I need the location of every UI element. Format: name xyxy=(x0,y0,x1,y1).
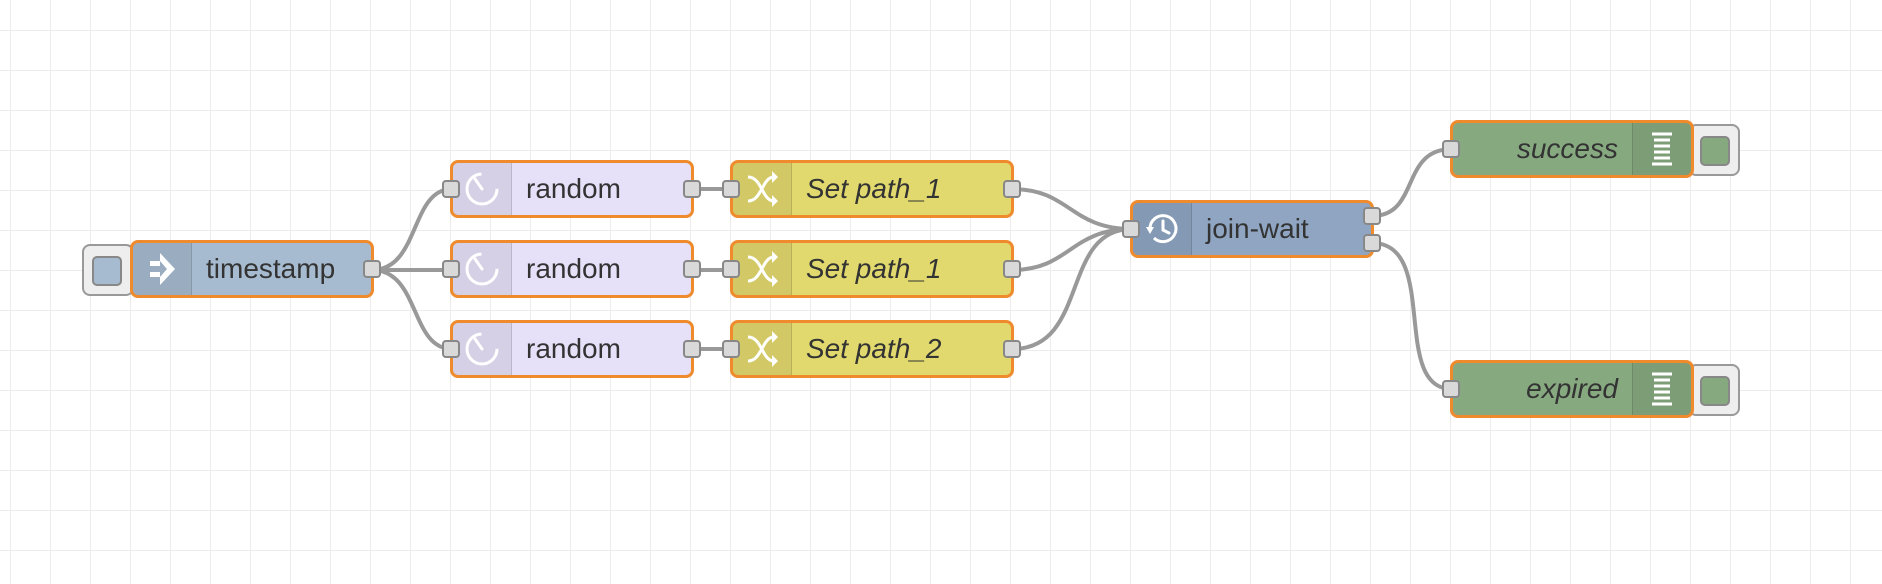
wire xyxy=(370,187,454,272)
output-port[interactable] xyxy=(683,340,701,358)
debug-toggle-square xyxy=(1700,136,1730,166)
expired-debug-node[interactable]: expired xyxy=(1450,360,1694,418)
debug-toggle-button[interactable] xyxy=(1688,124,1740,176)
node-label: Set path_1 xyxy=(806,173,942,204)
input-port[interactable] xyxy=(1442,380,1460,398)
output-port[interactable] xyxy=(683,180,701,198)
random-node-2[interactable]: random xyxy=(450,240,694,298)
random-node-3[interactable]: random xyxy=(450,320,694,378)
input-port[interactable] xyxy=(1122,220,1140,238)
node-label: expired xyxy=(1526,373,1618,404)
history-icon xyxy=(1133,203,1192,255)
output-port[interactable] xyxy=(363,260,381,278)
input-port[interactable] xyxy=(722,260,740,278)
set-path-node-3[interactable]: Set path_2 xyxy=(730,320,1014,378)
list-icon xyxy=(1632,123,1691,175)
wire xyxy=(1370,147,1454,218)
wire xyxy=(1010,187,1134,231)
success-debug-node[interactable]: success xyxy=(1450,120,1694,178)
debug-toggle-button[interactable] xyxy=(1688,364,1740,416)
timer-icon xyxy=(453,163,512,215)
input-port[interactable] xyxy=(722,180,740,198)
inject-trigger-button[interactable] xyxy=(82,244,134,296)
node-label: success xyxy=(1516,133,1618,164)
node-label: join-wait xyxy=(1206,213,1309,244)
output-port[interactable] xyxy=(1003,260,1021,278)
wire xyxy=(1370,241,1454,391)
shuffle-icon xyxy=(733,323,792,375)
wire xyxy=(1010,227,1134,351)
wire xyxy=(1010,227,1134,272)
set-path-node-1[interactable]: Set path_1 xyxy=(730,160,1014,218)
shuffle-icon xyxy=(733,163,792,215)
node-label: Set path_1 xyxy=(806,253,942,284)
node-label: Set path_2 xyxy=(806,333,942,364)
timer-icon xyxy=(453,243,512,295)
node-label: random xyxy=(526,333,621,364)
random-node-1[interactable]: random xyxy=(450,160,694,218)
list-icon xyxy=(1632,363,1691,415)
debug-toggle-square xyxy=(1700,376,1730,406)
inject-button-square xyxy=(92,256,122,286)
wire xyxy=(370,268,454,351)
output-port-1[interactable] xyxy=(1363,207,1381,225)
output-port[interactable] xyxy=(683,260,701,278)
node-label: random xyxy=(526,173,621,204)
join-wait-node[interactable]: join-wait xyxy=(1130,200,1374,258)
output-port[interactable] xyxy=(1003,340,1021,358)
timer-icon xyxy=(453,323,512,375)
node-label: random xyxy=(526,253,621,284)
set-path-node-2[interactable]: Set path_1 xyxy=(730,240,1014,298)
input-port[interactable] xyxy=(442,260,460,278)
shuffle-icon xyxy=(733,243,792,295)
arrow-in-icon xyxy=(133,243,192,295)
input-port[interactable] xyxy=(442,340,460,358)
input-port[interactable] xyxy=(1442,140,1460,158)
input-port[interactable] xyxy=(722,340,740,358)
timestamp-node[interactable]: timestamp xyxy=(130,240,374,298)
input-port[interactable] xyxy=(442,180,460,198)
output-port[interactable] xyxy=(1003,180,1021,198)
node-label: timestamp xyxy=(206,253,336,284)
output-port-2[interactable] xyxy=(1363,234,1381,252)
